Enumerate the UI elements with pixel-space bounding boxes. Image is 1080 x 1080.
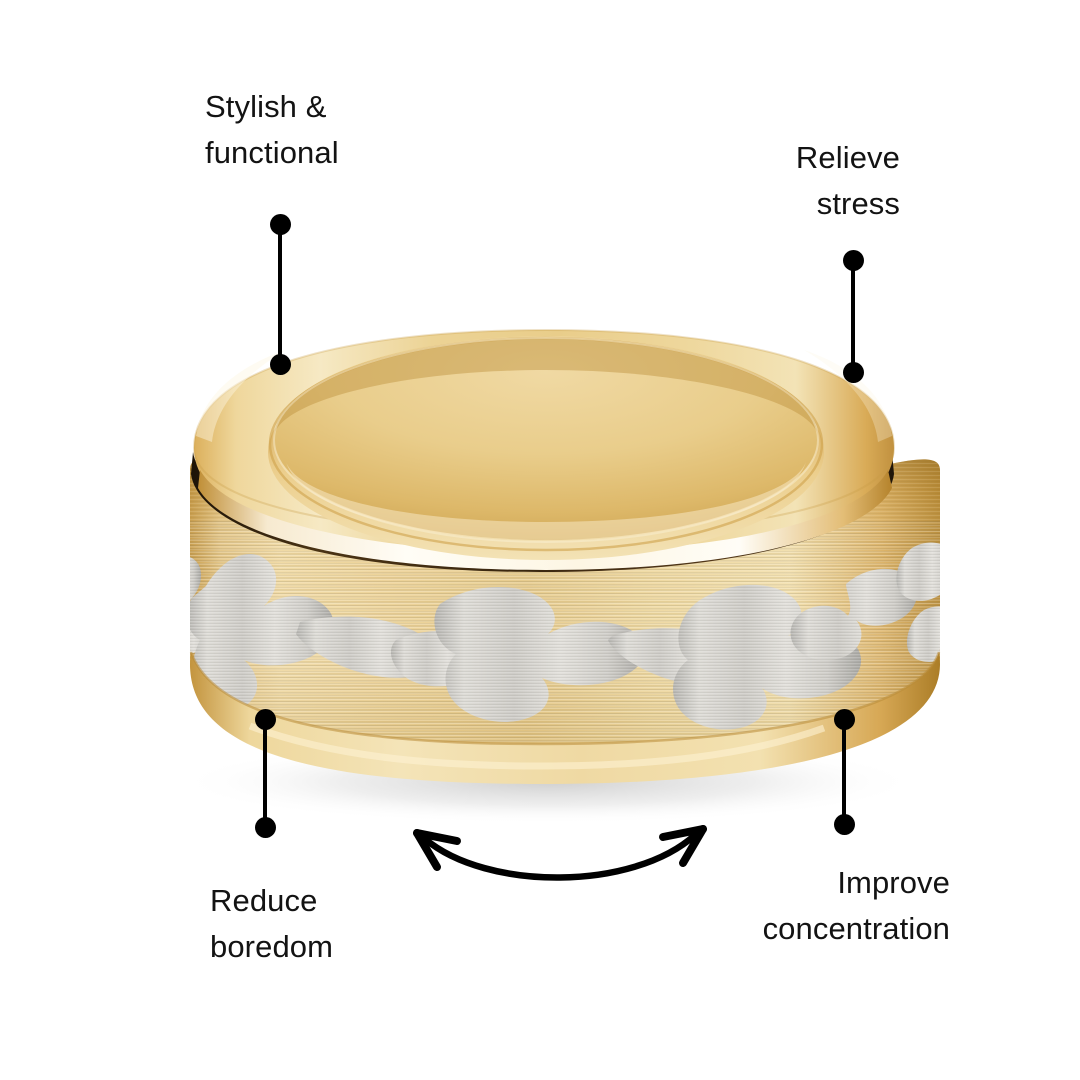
leader-dot-product-end	[842, 361, 864, 383]
callout-label-reduce-boredom: Reduce boredom	[210, 883, 334, 964]
ring-bore	[274, 336, 818, 540]
leader-dot-product-end	[269, 353, 291, 375]
leader-stem	[278, 224, 282, 364]
ring-top-rim	[192, 328, 896, 570]
leader-dot-label-end	[269, 213, 291, 235]
leader-dot-label-end	[833, 813, 855, 835]
spin-arrow-icon	[413, 825, 707, 881]
leader-dot-label-end	[842, 249, 864, 271]
callout-label-stylish-functional: Stylish & functional	[205, 89, 339, 170]
rim-specular-lip	[198, 470, 892, 570]
tribal-flame-inlay	[190, 520, 940, 742]
leader-dot-product-end	[833, 708, 855, 730]
leader-stem	[842, 719, 846, 824]
leader-dot-product-end	[254, 708, 276, 730]
callout-label-improve-concentration: Improve concentration	[762, 865, 950, 946]
leader-stem	[263, 719, 267, 827]
leader-dot-label-end	[254, 816, 276, 838]
callout-label-relieve-stress: Relieve stress	[795, 140, 900, 221]
leader-stem	[851, 260, 855, 372]
